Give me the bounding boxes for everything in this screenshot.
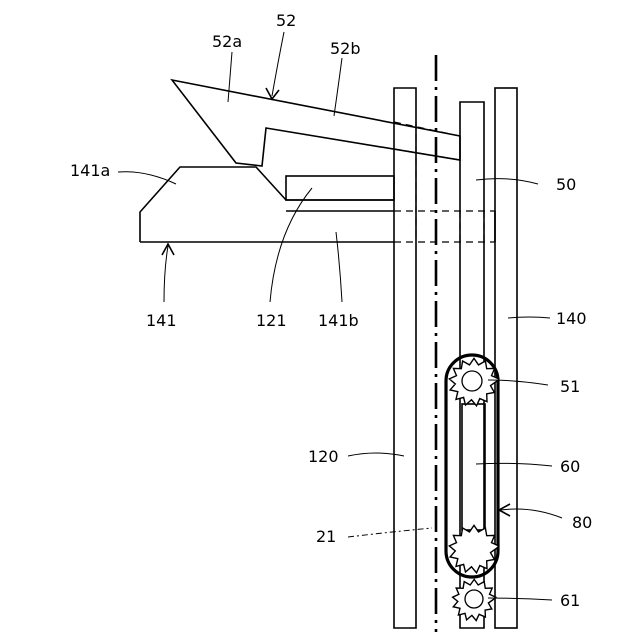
arrow-141 (162, 244, 174, 255)
leader-141 (164, 246, 168, 302)
label-141: 141 (146, 311, 177, 330)
leader-61 (488, 598, 552, 600)
leader-52a (228, 52, 232, 102)
label-120: 120 (308, 447, 339, 466)
label-121: 121 (256, 311, 287, 330)
leader-60 (476, 463, 552, 466)
sprocket-lower (449, 525, 498, 572)
leader-80 (500, 509, 562, 518)
label-52b: 52b (330, 39, 361, 58)
label-51: 51 (560, 377, 580, 396)
column-120 (394, 88, 416, 628)
label-21: 21 (316, 527, 336, 546)
label-52: 52 (276, 11, 296, 30)
label-141b: 141b (318, 311, 359, 330)
label-80: 80 (572, 513, 592, 532)
leader-21 (348, 528, 432, 537)
label-50: 50 (556, 175, 576, 194)
label-60: 60 (560, 457, 580, 476)
sprocket-61 (453, 579, 496, 620)
leader-52 (272, 32, 284, 96)
label-61: 61 (560, 591, 580, 610)
leader-140 (508, 317, 550, 318)
leader-120 (348, 453, 404, 456)
label-52a: 52a (212, 32, 242, 51)
leader-121 (270, 188, 312, 302)
block-121 (286, 176, 394, 200)
leader-50 (476, 179, 538, 184)
label-141a: 141a (70, 161, 110, 180)
leader-52b (334, 58, 342, 116)
link-bar-60 (462, 404, 485, 530)
label-140: 140 (556, 309, 587, 328)
member-141-outline (140, 167, 394, 242)
